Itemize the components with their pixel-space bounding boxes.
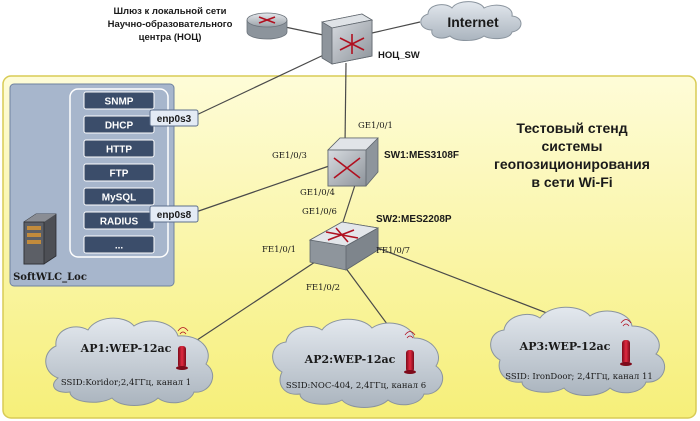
service-box bbox=[83, 187, 155, 206]
ap2-name: AP2:WEP-12ac bbox=[304, 353, 396, 366]
sw1-label: SW1:MES3108F bbox=[384, 150, 459, 161]
sw2-switch bbox=[308, 221, 380, 271]
ap2-cloud bbox=[272, 318, 444, 408]
ap3-ssid: SSID: IronDoor; 2,4ГГц, канал 11 bbox=[505, 372, 653, 382]
ap3-antenna-icon bbox=[620, 319, 632, 366]
ap3-cloud bbox=[490, 306, 666, 396]
noc-switch-label: НОЦ_SW bbox=[378, 50, 420, 61]
stand-title-3: геопозиционирования bbox=[494, 156, 650, 172]
sw1-port-up: GE1/0/1 bbox=[358, 121, 393, 131]
service-label: HTTP bbox=[106, 145, 132, 156]
ap1-antenna-icon bbox=[176, 327, 189, 370]
gateway-label-3: центра (НОЦ) bbox=[139, 32, 202, 43]
services-bracket bbox=[69, 88, 169, 258]
stand-title-1: Тестовый стенд bbox=[516, 120, 627, 136]
ap1-cloud bbox=[45, 317, 214, 406]
sw2-port-right: FE1/0/7 bbox=[376, 246, 410, 256]
gateway-label-2: Научно-образовательного bbox=[108, 19, 233, 30]
iface-bottom-label: enp0s8 bbox=[157, 210, 192, 221]
service-box bbox=[83, 91, 155, 110]
sw2-port-mid: FE1/0/2 bbox=[306, 283, 340, 293]
ap2-ssid: SSID:NOC-404, 2,4ГГц, канал 6 bbox=[286, 381, 426, 391]
sw2-port-left: FE1/0/1 bbox=[262, 245, 296, 255]
gateway-router bbox=[246, 12, 288, 40]
sw1-port-left: GE1/0/3 bbox=[272, 151, 307, 161]
service-box bbox=[83, 139, 155, 158]
service-box bbox=[83, 235, 155, 254]
service-label: ... bbox=[115, 241, 124, 252]
sw2-port-up: GE1/0/6 bbox=[302, 207, 337, 217]
server-name: SoftWLC_Loc bbox=[13, 272, 87, 283]
iface-bottom-box bbox=[149, 205, 199, 223]
sw1-switch bbox=[327, 137, 379, 187]
gateway-label-1: Шлюз к локальной сети bbox=[113, 6, 226, 17]
sw1-port-down: GE1/0/4 bbox=[300, 188, 335, 198]
server-icon bbox=[23, 213, 57, 265]
service-label: SNMP bbox=[105, 97, 134, 108]
ap2-antenna-icon bbox=[404, 331, 416, 374]
service-label: DHCP bbox=[105, 121, 134, 132]
stand-title-4: в сети Wi-Fi bbox=[531, 174, 612, 190]
iface-top-box bbox=[149, 109, 199, 127]
service-label: FTP bbox=[110, 169, 129, 180]
ap1-ssid: SSID:Koridor;2,4ГГц, канал 1 bbox=[61, 378, 191, 388]
stand-title-2: системы bbox=[542, 138, 603, 154]
noc-switch bbox=[320, 13, 374, 65]
ap1-name: AP1:WEP-12ac bbox=[80, 342, 172, 355]
internet-cloud: Internet bbox=[420, 1, 522, 41]
service-list: SNMP DHCP HTTP FTP MySQL RADIUS ... bbox=[83, 91, 155, 254]
service-box bbox=[83, 163, 155, 182]
internet-label: Internet bbox=[447, 14, 499, 30]
service-label: MySQL bbox=[102, 193, 136, 204]
ap3-name: AP3:WEP-12ac bbox=[519, 340, 611, 353]
iface-top-label: enp0s3 bbox=[157, 114, 192, 125]
service-label: RADIUS bbox=[100, 217, 139, 228]
sw2-label: SW2:MES2208P bbox=[376, 214, 452, 225]
